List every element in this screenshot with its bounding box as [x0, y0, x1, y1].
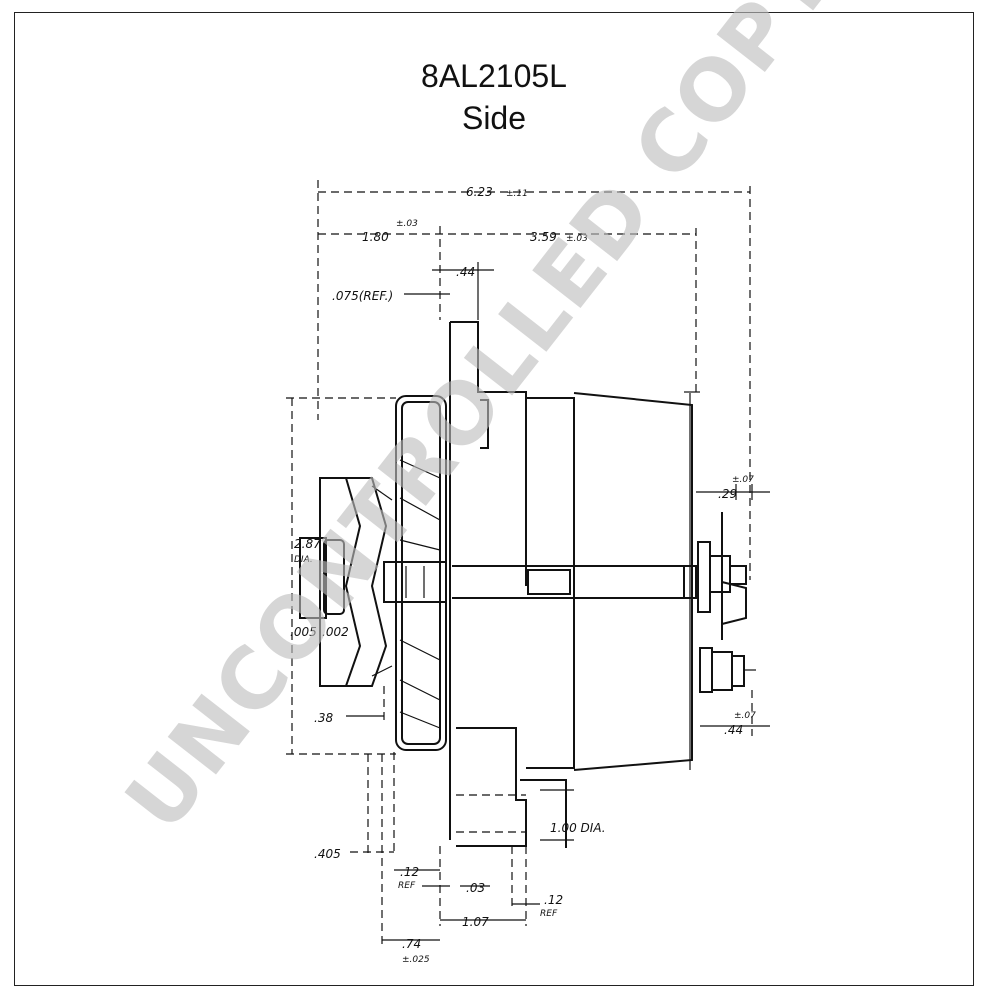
rear-terminals: [683, 512, 756, 693]
dim-ref-a-label: REF: [398, 881, 416, 891]
dim-flange-thickness: .44: [456, 265, 475, 279]
dim-pulley-offset: .74: [402, 937, 421, 951]
view-title: Side: [461, 100, 527, 136]
dim-terminal-bottom-tol: ±.07: [734, 711, 756, 721]
dim-pulley-dia-value: 2.87: [294, 537, 321, 551]
dim-overall-length: 6.23: [466, 185, 493, 199]
dim-pulley-dia-label: DIA.: [294, 555, 313, 565]
pulley-fan-assembly: [299, 395, 447, 751]
dim-pulley-offset-tol: ±.025: [402, 955, 430, 965]
dim-ref-a-value: .12: [400, 865, 419, 879]
model-title: 8AL2105L: [421, 58, 567, 94]
dim-left-a: .005: [290, 625, 317, 639]
dim-terminal-top-tol: ±.07: [732, 475, 754, 485]
dim-rear-length-tol: ±.03: [566, 234, 588, 244]
dim-gap: .03: [466, 881, 485, 895]
dim-front-length-tol: ±.03: [396, 219, 418, 229]
dim-mount-length: 1.07: [462, 915, 489, 929]
drawing-frame: [14, 12, 974, 986]
dimension-lines: [286, 180, 770, 948]
dim-hub-offset: .38: [314, 711, 333, 725]
dim-front-length: 1.80: [362, 230, 389, 244]
dimension-labels: 6.23 ±.11 1.80 ±.03 3.59 ±.03 .44 .075(R…: [290, 185, 756, 965]
dim-ref-b-label: REF: [540, 909, 558, 919]
dim-overall-length-tol: ±.11: [506, 189, 528, 199]
uncontrolled-copy-watermark: UNCONTROLLED COPY: [107, 0, 854, 848]
dim-terminal-bottom: .44: [724, 723, 743, 737]
alternator-outline: [449, 321, 700, 848]
dim-left-b: .002: [322, 625, 349, 639]
dim-bottom-offset: .405: [314, 847, 341, 861]
dim-flange-ref: .075(REF.): [332, 289, 393, 303]
dim-ref-b-value: .12: [544, 893, 563, 907]
dim-terminal-top: .29: [718, 487, 737, 501]
dim-mount-dia: 1.00 DIA.: [550, 821, 606, 835]
dim-rear-length: 3.59: [530, 230, 557, 244]
